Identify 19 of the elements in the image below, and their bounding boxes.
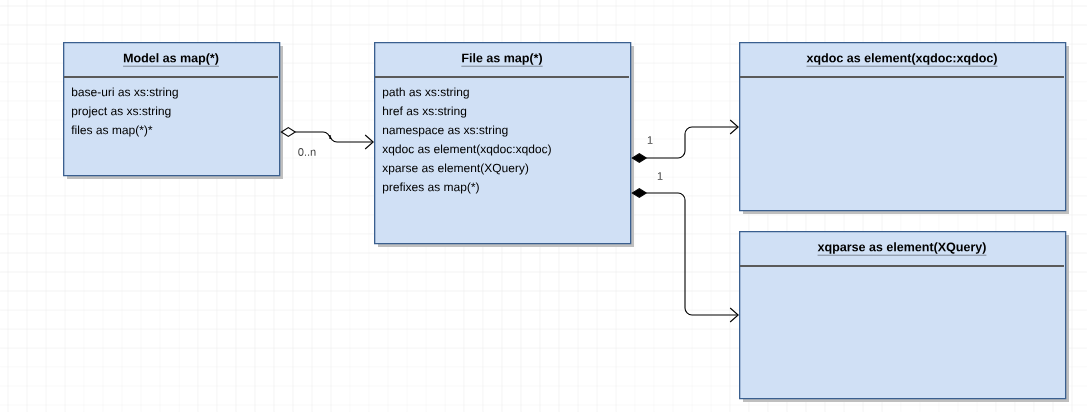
multiplicity-label: 0..n — [298, 148, 316, 156]
association-arrow — [631, 119, 739, 163]
attribute: namespace as xs:string — [383, 125, 508, 137]
attribute: href as xs:string — [383, 106, 467, 118]
class-name: xqparse as element(XQuery) — [817, 242, 987, 256]
attribute: xparse as element(XQuery) — [382, 163, 529, 175]
attribute: path as xs:string — [383, 87, 469, 99]
attribute: prefixes as map(*) — [383, 182, 479, 194]
association-arrow — [631, 188, 739, 323]
class-name: File as map(*) — [461, 53, 543, 67]
class-name: Model as map(*) — [122, 53, 220, 67]
association-arrow — [280, 127, 374, 150]
multiplicity-label: 1 — [647, 136, 653, 144]
class-name: xqdoc as element(xqdoc:xqdoc) — [806, 53, 998, 67]
attribute: base-uri as xs:string — [72, 87, 178, 99]
attribute: project as xs:string — [72, 106, 171, 118]
multiplicity-label: 1 — [657, 172, 663, 180]
attribute: xqdoc as element(xqdoc:xqdoc) — [382, 144, 551, 156]
attribute: files as map(*)* — [71, 125, 153, 137]
